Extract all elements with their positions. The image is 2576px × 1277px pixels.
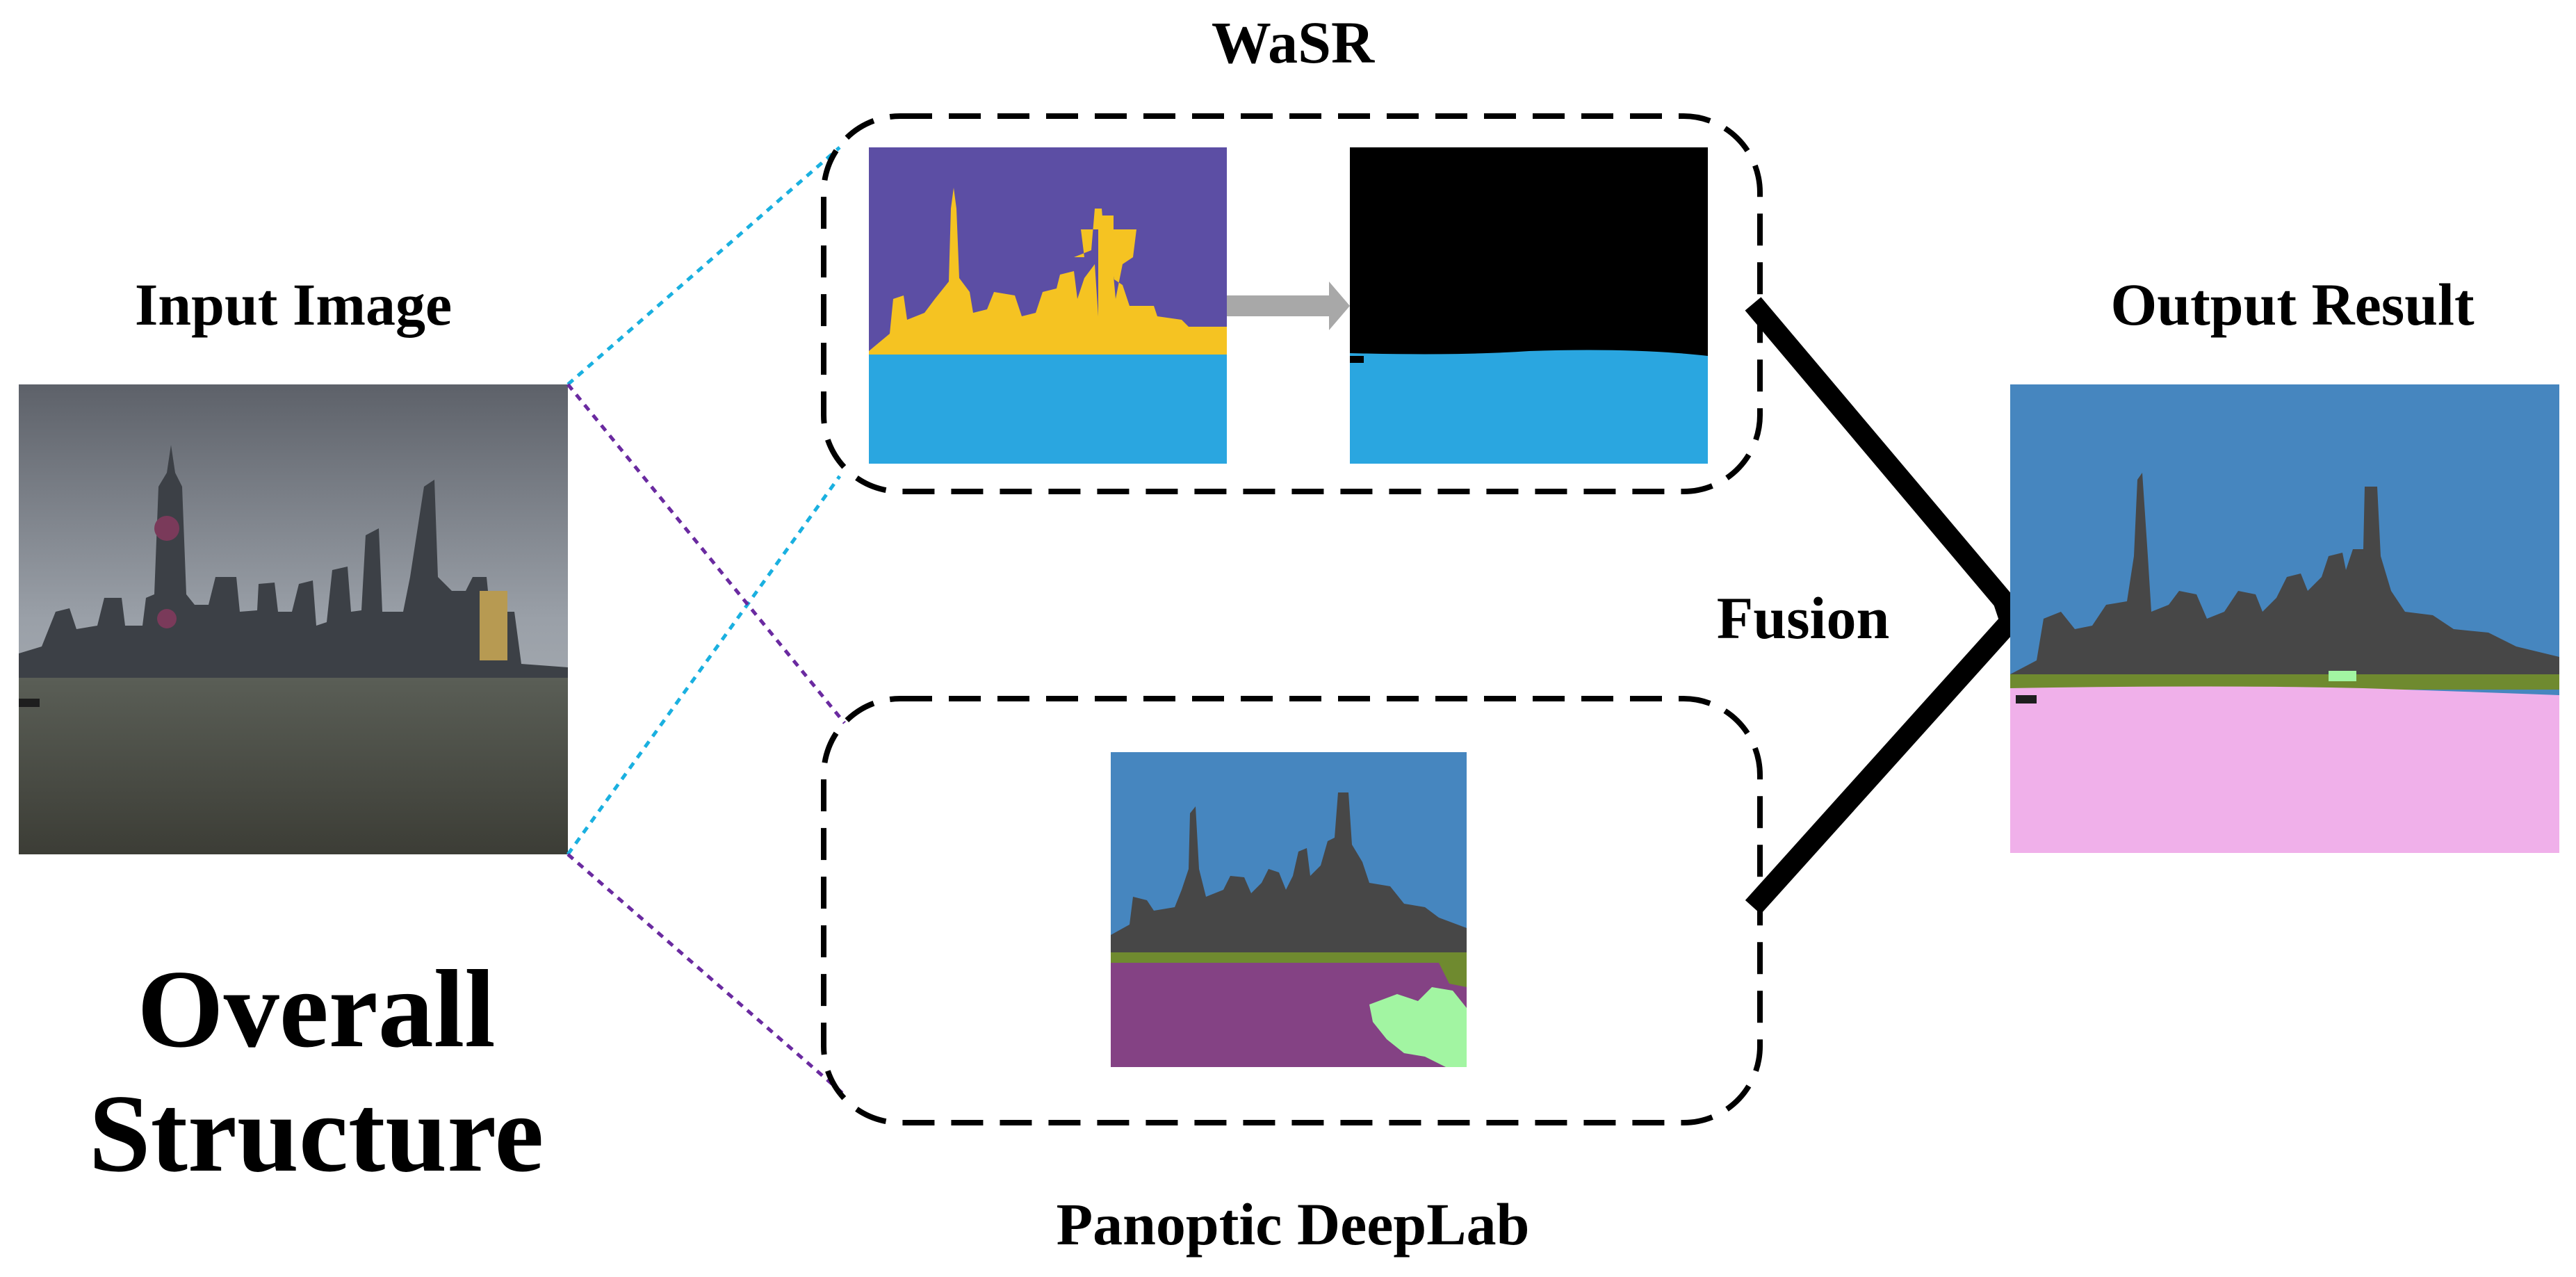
overall-title-line2: Structure	[88, 1071, 544, 1196]
fusion-label: Fusion	[1716, 585, 1890, 651]
connector-lines	[566, 146, 846, 1096]
input-image-label: Input Image	[134, 271, 453, 338]
input-image	[19, 384, 568, 854]
output-result-image	[2010, 384, 2559, 853]
overall-structure-title: Overall Structure	[89, 947, 544, 1196]
gray-arrow	[1227, 282, 1350, 330]
fusion-arrows	[1745, 297, 2024, 915]
wasr-segmentation-image	[869, 147, 1227, 464]
panoptic-segmentation-image	[1111, 752, 1467, 1067]
wasr-box	[821, 113, 1763, 494]
wasr-label: WaSR	[1211, 9, 1375, 76]
panoptic-deeplab-label: Panoptic DeepLab	[1056, 1191, 1530, 1258]
output-result-label: Output Result	[2110, 271, 2475, 338]
wasr-binary-mask-image	[1350, 147, 1708, 464]
overall-title-line1: Overall	[137, 947, 496, 1071]
